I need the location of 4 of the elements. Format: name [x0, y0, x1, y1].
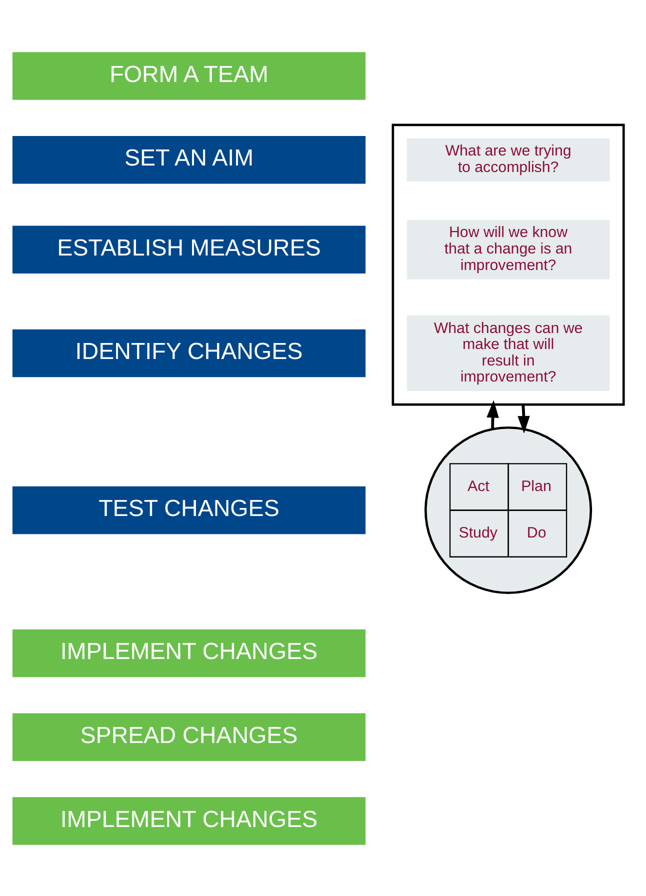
node-text: Act: [467, 477, 490, 494]
node-text: Plan: [521, 477, 552, 494]
node-text: Do: [526, 524, 546, 542]
node-text: Study: [458, 524, 498, 542]
